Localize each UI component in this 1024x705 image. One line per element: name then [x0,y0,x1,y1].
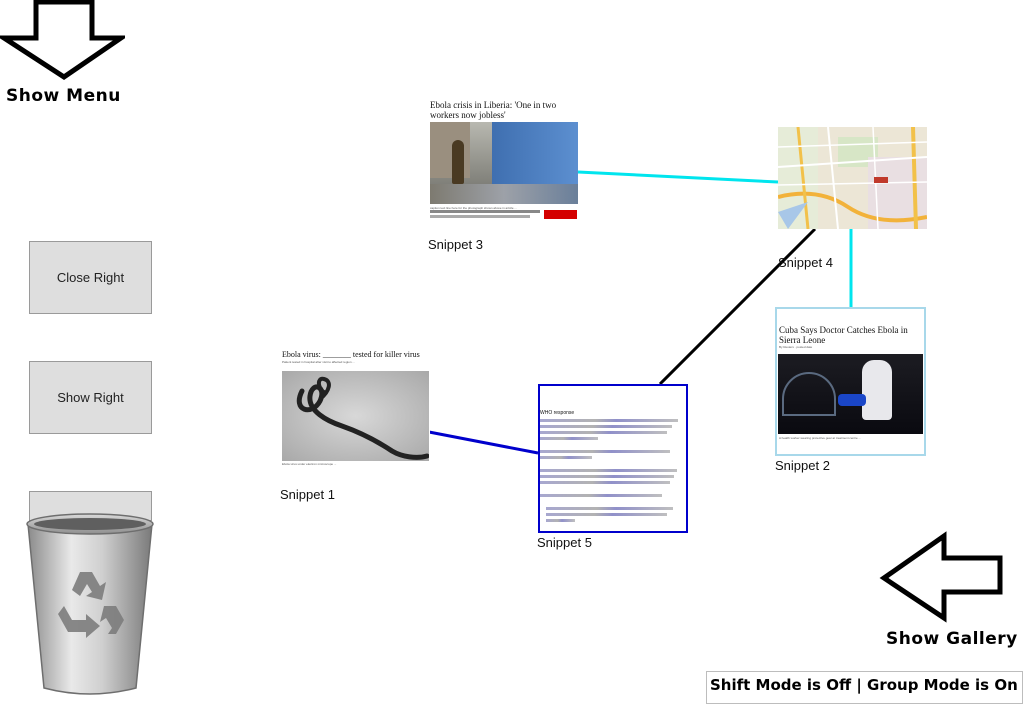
link-snippet4-snippet5 [658,227,817,386]
snippet-5-card[interactable]: WHO response [538,384,688,533]
snippet-4-map-image [778,127,927,229]
snippet-1-label: Snippet 1 [280,487,335,502]
snippet-4-card[interactable] [778,127,927,229]
link-snippet3-snippet4 [577,170,779,184]
show-right-button[interactable]: Show Right [29,361,152,434]
show-gallery-label: Show Gallery [886,629,1018,649]
show-gallery-control[interactable]: Show Gallery [878,530,1024,650]
snippet-1-title: Ebola virus: _______ tested for killer v… [282,350,420,359]
snippet-3-image [430,122,578,204]
recycle-bin[interactable] [20,510,160,698]
recycle-bin-icon [26,513,154,695]
snippet-2-title: Cuba Says Doctor Catches Ebola in Sierra… [779,325,908,345]
snippet-3-card[interactable]: Ebola crisis in Liberia: 'One in two wor… [430,98,578,222]
snippet-5-label: Snippet 5 [537,535,592,550]
down-arrow-icon [0,0,130,81]
mode-status-bar: Shift Mode is Off | Group Mode is On [706,671,1023,704]
snippet-2-image [778,354,923,434]
snippet-1-card[interactable]: Ebola virus: _______ tested for killer v… [282,350,430,470]
snippet-3-title: Ebola crisis in Liberia: 'One in two wor… [430,100,557,120]
snippet-2-card[interactable]: Cuba Says Doctor Catches Ebola in Sierra… [775,307,926,456]
snippet-5-title: WHO response [540,410,575,416]
show-menu-label: Show Menu [6,86,121,106]
snippet-3-label: Snippet 3 [428,237,483,252]
left-arrow-icon [879,531,1003,623]
snippet-4-label: Snippet 4 [778,255,833,270]
show-menu-control[interactable]: Show Menu [0,0,130,106]
close-right-button[interactable]: Close Right [29,241,152,314]
link-snippet1-snippet5 [428,430,539,455]
snippet-1-image [282,371,430,461]
snippet-2-label: Snippet 2 [775,458,830,473]
